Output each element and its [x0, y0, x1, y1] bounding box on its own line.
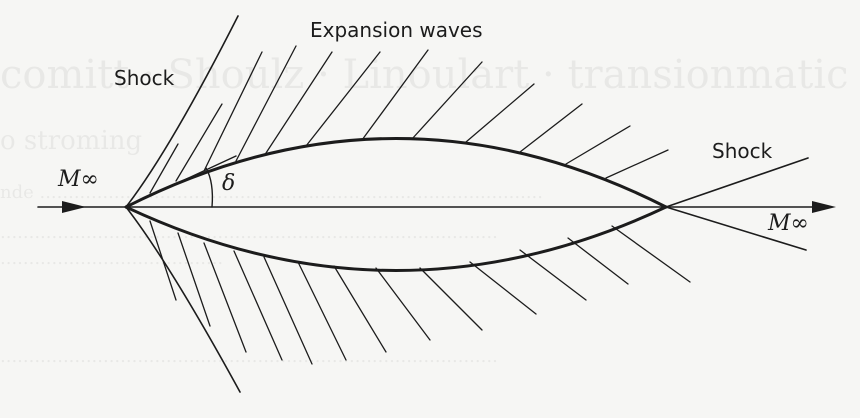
expansion-wave-lower-3 — [203, 242, 247, 353]
shock-label-upper-left: Shock — [114, 66, 175, 90]
expansion-wave-lower-11 — [519, 249, 587, 301]
expansion-wave-lower-4 — [233, 250, 283, 361]
expansion-wave-upper-1 — [149, 143, 179, 194]
deflection-angle-arc — [205, 167, 214, 208]
expansion-wave-lower-1 — [149, 220, 177, 301]
freestream-mach-label-left: M∞ — [58, 167, 99, 192]
expansion-wave-lower-2 — [177, 232, 211, 327]
expansion-wave-lower-10 — [469, 261, 537, 315]
expansion-wave-upper-9 — [465, 83, 535, 143]
expansion-wave-upper-12 — [605, 149, 669, 179]
surface-tangent-line — [125, 155, 237, 208]
expansion-wave-lower-7 — [333, 265, 387, 353]
airfoil-upper-surface — [124, 137, 668, 209]
expansion-wave-upper-7 — [361, 49, 429, 141]
expansion-wave-upper-11 — [565, 125, 631, 165]
expansion-wave-upper-3 — [203, 51, 263, 172]
expansion-wave-upper-2 — [175, 103, 223, 182]
shock-label-right: Shock — [712, 139, 773, 163]
airfoil-lower-surface — [124, 205, 668, 272]
freestream-mach-label-right: M∞ — [768, 211, 809, 236]
leading-edge-shock-upper — [125, 15, 239, 208]
expansion-wave-lower-5 — [263, 256, 313, 365]
leading-edge-shock-lower — [125, 206, 241, 393]
expansion-wave-lower-13 — [611, 225, 691, 283]
expansion-wave-upper-8 — [411, 61, 483, 140]
expansion-wave-upper-4 — [235, 45, 297, 162]
expansion-waves-label: Expansion waves — [310, 18, 483, 42]
expansion-wave-upper-10 — [519, 103, 583, 153]
expansion-wave-lower-6 — [297, 261, 347, 361]
expansion-wave-upper-5 — [265, 51, 333, 154]
expansion-wave-lower-12 — [567, 237, 629, 285]
trailing-edge-shock-upper — [665, 157, 809, 208]
expansion-wave-lower-9 — [419, 267, 483, 331]
outgoing-flow-arrowhead — [812, 201, 836, 213]
incoming-flow-arrowhead — [62, 201, 86, 213]
deflection-angle-label: δ — [222, 171, 236, 196]
expansion-wave-upper-6 — [305, 51, 381, 147]
trailing-edge-shock-lower — [665, 206, 807, 251]
expansion-wave-lower-8 — [375, 267, 431, 341]
